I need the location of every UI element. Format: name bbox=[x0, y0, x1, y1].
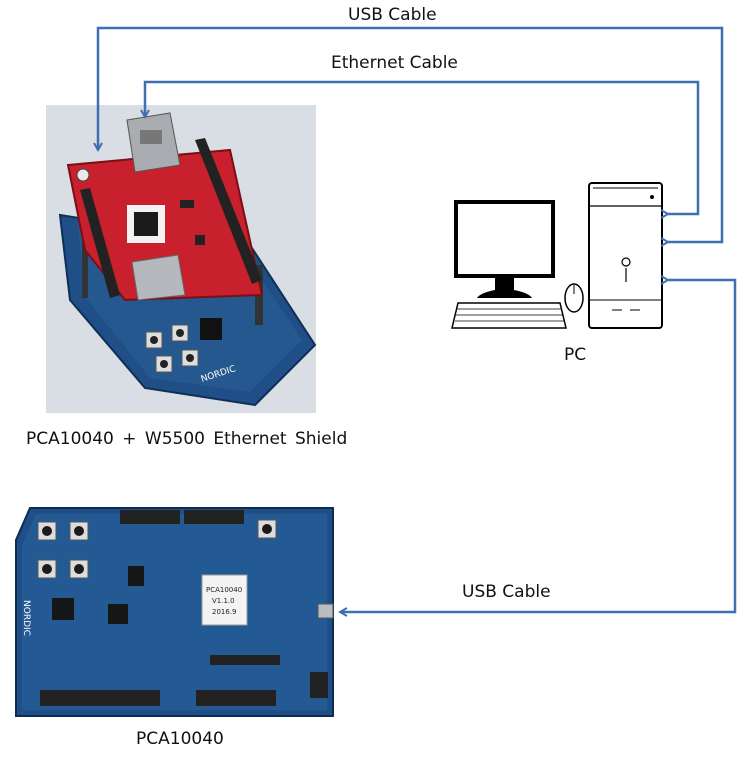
module-text-3: 2016.9 bbox=[212, 608, 237, 616]
ethernet-cable-line bbox=[145, 80, 700, 214]
usb-cable-top-label: USB Cable bbox=[348, 5, 437, 25]
shield-caption: PCA10040 + W5500 Ethernet Shield bbox=[26, 429, 348, 449]
board-caption: PCA10040 bbox=[136, 729, 224, 749]
ethernet-cable-label: Ethernet Cable bbox=[331, 53, 458, 73]
usb-cable-top-line bbox=[98, 26, 724, 242]
module-text-2: V1.1.0 bbox=[212, 597, 235, 605]
pc-label: PC bbox=[564, 345, 587, 365]
usb-cable-bottom-line bbox=[340, 280, 737, 612]
usb-cable-bottom-label: USB Cable bbox=[462, 582, 551, 602]
board-brand-vertical: NORDIC bbox=[21, 600, 31, 636]
module-text-1: PCA10040 bbox=[206, 586, 242, 594]
